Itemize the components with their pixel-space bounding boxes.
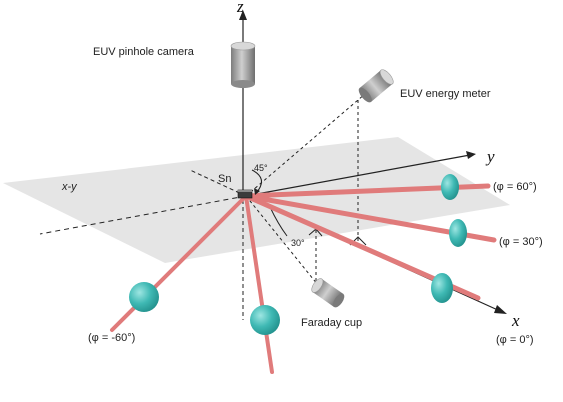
lens-phi-30 [449,219,467,247]
angle-arc-45 [251,169,263,193]
phi-30-label: (φ = 30°) [499,236,543,248]
plane-label: x-y [61,181,78,193]
angle-45-label: 45° [254,163,268,173]
y-axis-arrowhead [466,151,476,159]
sn-label: Sn [218,173,231,185]
lens-phi-0 [431,273,453,303]
energy-meter-guides [245,87,373,245]
sn-target-top [238,190,252,192]
angle-arc-45-arrow [254,188,260,195]
lens-phi-neg60 [129,282,159,312]
pinhole-camera [230,41,256,88]
phi-neg60-label: (φ = -60°) [88,332,135,344]
energy-meter-label: EUV energy meter [400,88,491,100]
phi-0-label: (φ = 0°) [496,334,534,346]
x-axis-label: x [511,311,520,330]
faraday-cup-label: Faraday cup [301,317,362,329]
pinhole-camera-label: EUV pinhole camera [93,46,195,58]
y-axis-line [245,154,471,197]
lens-phi-60 [441,174,459,200]
phi-60-label: (φ = 60°) [493,181,537,193]
z-axis-label: z [236,0,244,16]
lens-down [250,305,280,335]
faraday-cup [311,278,345,308]
angle-30-label: 30° [291,238,305,248]
y-axis-label: y [485,147,495,166]
y-axis-dashed-neg [39,195,247,235]
x-axis-arrowhead [494,305,507,314]
z-axis-arrowhead [239,10,247,20]
faraday-cup-guides [245,195,323,291]
x-axis-dashed-neg [189,169,247,197]
beam-down [244,194,274,374]
lenses [129,174,467,335]
energy-meter [358,69,394,103]
